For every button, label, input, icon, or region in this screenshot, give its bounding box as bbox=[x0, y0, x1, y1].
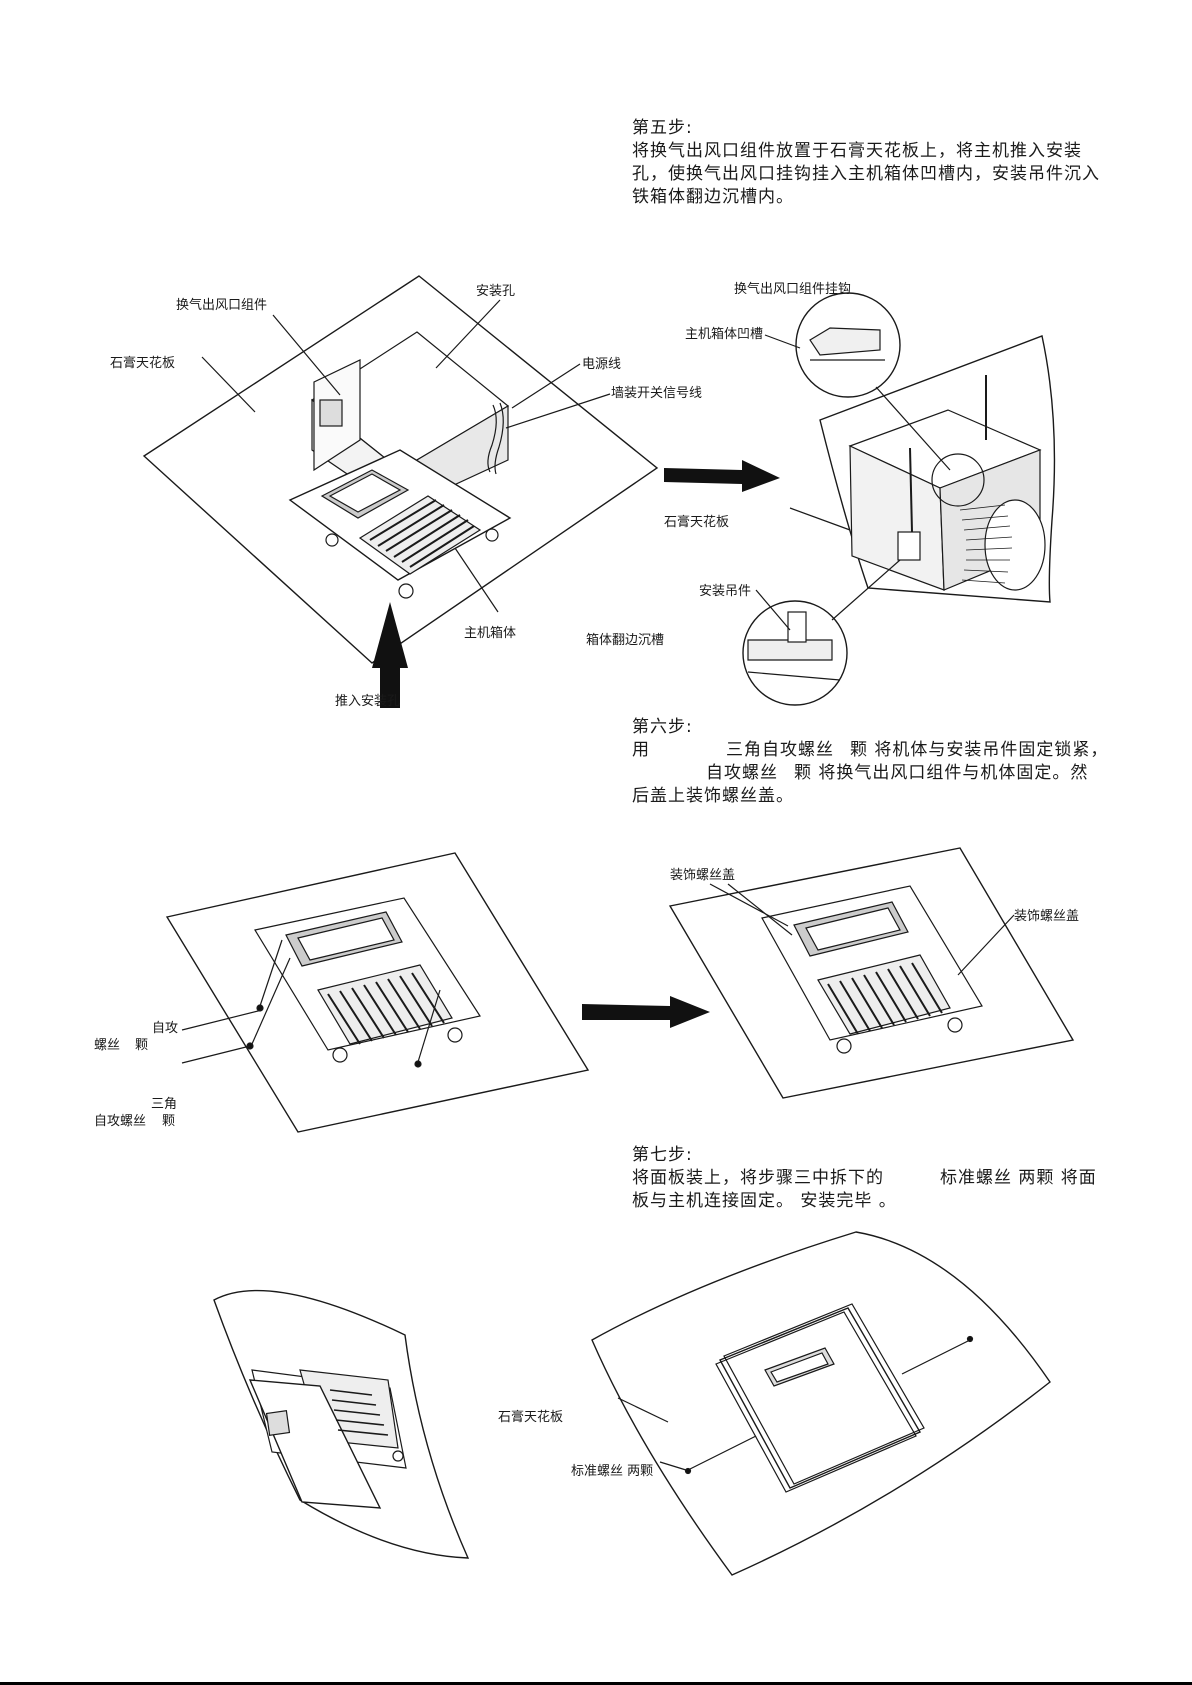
label-vent-hook: 换气出风口组件挂钩 bbox=[734, 282, 852, 297]
label-box-groove: 主机箱体凹槽 bbox=[685, 327, 764, 342]
step7-line1-a: 将面板装上，将步骤三中拆下的 bbox=[632, 1168, 884, 1188]
label-self-tap-a: 自攻 bbox=[152, 1021, 179, 1036]
step7-right-figure bbox=[591, 1231, 1051, 1576]
step5-line3: 铁箱体翻边沉槽内。 bbox=[632, 187, 794, 207]
label-triangle-c: 颗 bbox=[162, 1114, 176, 1129]
label-gypsum-board-right: 石膏天花板 bbox=[664, 515, 730, 530]
label-triangle-a: 三角 bbox=[151, 1097, 178, 1112]
step6-line2-b: 颗 将换气出风口组件与机体固定。然 bbox=[794, 763, 1089, 783]
step5-arrow bbox=[664, 460, 780, 492]
label-flange-groove: 箱体翻边沉槽 bbox=[586, 633, 665, 648]
step6-line1-c: 颗 将机体与安装吊件固定锁紧， bbox=[850, 740, 1109, 760]
step5-line1: 将换气出风口组件放置于石膏天花板上，将主机推入安装 bbox=[632, 141, 1082, 161]
step7-instructions: 第七步: 将面板装上，将步骤三中拆下的 标准螺丝 两颗 将面 板与主机连接固定。 … bbox=[632, 1144, 1112, 1213]
step6-right-figure bbox=[668, 847, 1075, 1099]
label-gypsum-board-step7: 石膏天花板 bbox=[498, 1410, 564, 1425]
label-main-box: 主机箱体 bbox=[464, 626, 517, 641]
label-decor-cap-left: 装饰螺丝盖 bbox=[670, 868, 736, 883]
step5-instructions: 第五步: 将换气出风口组件放置于石膏天花板上，将主机推入安装 孔，使换气出风口挂… bbox=[632, 117, 1112, 209]
step7-title: 第七步: bbox=[632, 1145, 693, 1165]
step6-instructions: 第六步: 用 三角自攻螺丝颗 将机体与安装吊件固定锁紧， 自攻螺丝颗 将换气出风口… bbox=[632, 716, 1112, 808]
step6-line1-a: 用 bbox=[632, 740, 650, 760]
label-self-tap-c: 颗 bbox=[135, 1038, 149, 1053]
label-self-tap-b: 螺丝 bbox=[94, 1038, 121, 1053]
step6-line1: 用 三角自攻螺丝颗 将机体与安装吊件固定锁紧， bbox=[632, 739, 1112, 762]
label-switch-cable: 墙装开关信号线 bbox=[611, 386, 703, 401]
step5-line2: 孔，使换气出风口挂钩挂入主机箱体凹槽内，安装吊件沉入 bbox=[632, 164, 1100, 184]
page-bottom-rule bbox=[0, 1682, 1192, 1685]
label-vent-assembly: 换气出风口组件 bbox=[176, 298, 268, 313]
step7-line1-b: 标准螺丝 两颗 将面 bbox=[940, 1168, 1097, 1188]
label-std-screws: 标准螺丝 两颗 bbox=[571, 1464, 654, 1479]
step5-left-figure bbox=[142, 275, 659, 708]
step6-line1-b: 三角自攻螺丝 bbox=[726, 740, 834, 760]
label-install-hole: 安装孔 bbox=[476, 284, 516, 299]
step6-arrow bbox=[582, 996, 710, 1028]
label-gypsum-board: 石膏天花板 bbox=[110, 356, 176, 371]
step6-line2-a: 自攻螺丝 bbox=[706, 763, 778, 783]
step6-left-figure bbox=[165, 852, 590, 1133]
step7-line1: 将面板装上，将步骤三中拆下的 标准螺丝 两颗 将面 bbox=[632, 1167, 1112, 1190]
label-triangle-b: 自攻螺丝 bbox=[94, 1114, 147, 1129]
step6-title: 第六步: bbox=[632, 717, 693, 737]
step7-left-figure bbox=[213, 1289, 470, 1559]
label-push-in: 推入安装孔 bbox=[335, 694, 401, 709]
step5-title: 第五步: bbox=[632, 118, 693, 138]
label-power-cord: 电源线 bbox=[582, 357, 622, 372]
label-decor-cap-right: 装饰螺丝盖 bbox=[1014, 909, 1080, 924]
label-hanger: 安装吊件 bbox=[699, 584, 752, 599]
step5-right-figure bbox=[742, 292, 1056, 706]
step7-line2: 板与主机连接固定。 安装完毕 。 bbox=[632, 1191, 897, 1211]
step6-line2: 自攻螺丝颗 将换气出风口组件与机体固定。然 bbox=[632, 762, 1112, 785]
step6-line3: 后盖上装饰螺丝盖。 bbox=[632, 786, 794, 806]
